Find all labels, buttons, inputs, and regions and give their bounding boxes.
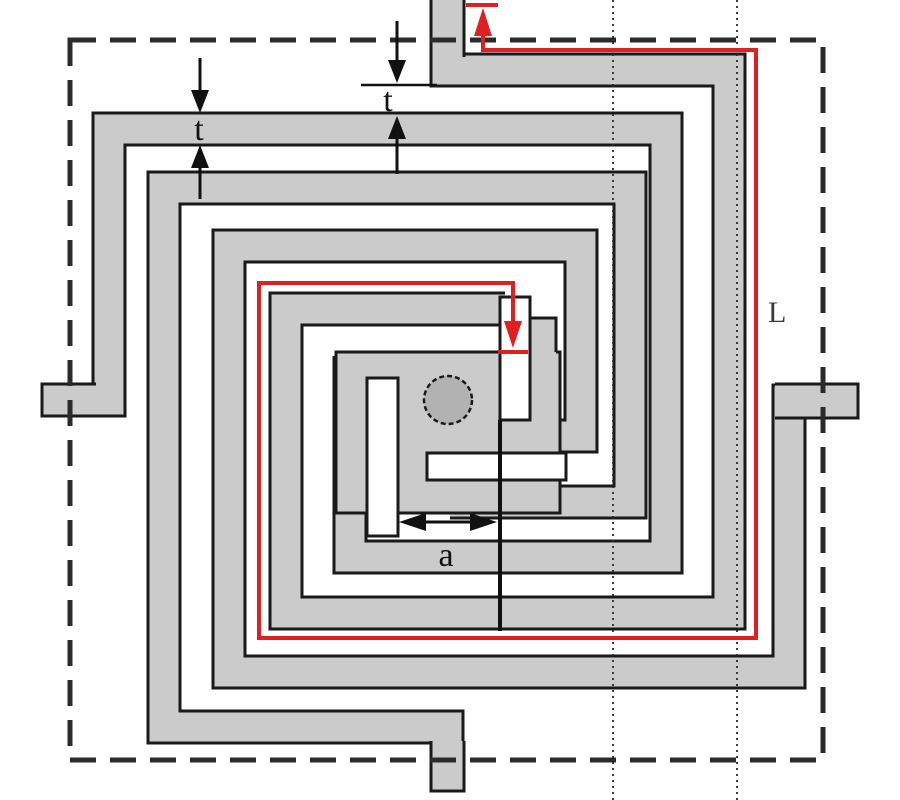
via-circle	[422, 374, 474, 426]
spiral-arm-top	[268, 5, 747, 631]
spiral-arm-left	[42, 111, 684, 575]
right-stub	[775, 382, 860, 420]
boundary-dashed-box	[67, 37, 826, 763]
dim-t-gap: t	[361, 21, 437, 174]
center-slot-bottom	[425, 451, 568, 482]
spiral-arm-right	[211, 228, 858, 690]
label-a: a	[438, 537, 453, 574]
label-t-width: t	[194, 111, 204, 148]
bottom-stub	[429, 741, 466, 793]
dim-t-width: t	[191, 58, 209, 199]
label-L: L	[768, 296, 786, 329]
dim-a: a	[399, 420, 502, 631]
top-stub	[429, 0, 466, 57]
spiral-arm-bottom	[146, 170, 648, 790]
label-t-gap: t	[383, 82, 393, 119]
center-slot-left	[365, 376, 400, 538]
highlight-length-path	[257, 3, 758, 640]
